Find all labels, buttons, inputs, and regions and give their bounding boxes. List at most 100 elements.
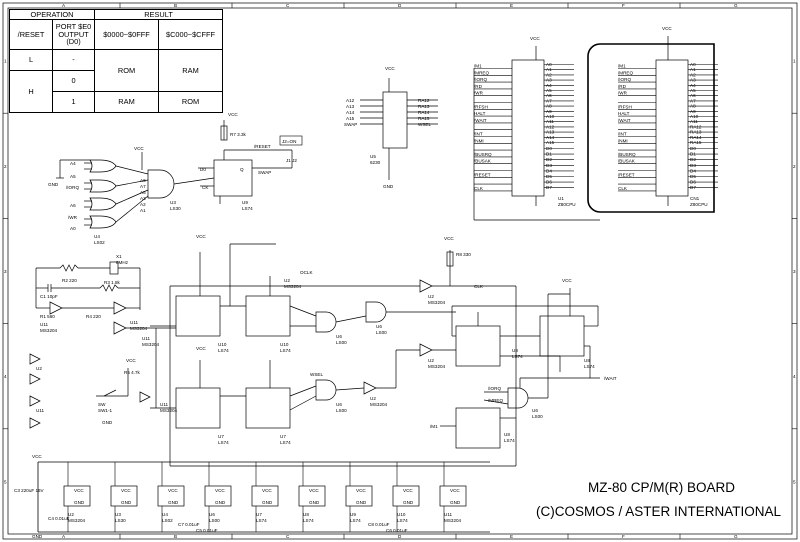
op-row1-port: - <box>51 49 96 71</box>
op-header-operation: OPERATION <box>8 9 96 20</box>
power-chip-u8 <box>298 485 326 507</box>
cpu-addr-label-0: A0 <box>546 62 552 67</box>
j2-pins: J1 J2 <box>286 158 297 163</box>
power-chip-u4 <box>157 485 185 507</box>
u10-type-b: LS74 <box>280 348 291 353</box>
zone-row-left-4: 4 <box>4 374 7 379</box>
cpu-ctrl-label-7: HALT <box>618 111 630 116</box>
u5-out-ra12: RA12 <box>418 98 430 103</box>
cn1-ref: CN1 <box>690 196 700 201</box>
power-chip-u9 <box>345 485 373 507</box>
zone-col-bottom-G: G <box>734 534 738 539</box>
cpu-ctrl-label-4: /WR <box>474 91 484 96</box>
cpu-data-label-4: D4 <box>690 168 696 173</box>
power-chip-ref-7: U10 <box>397 512 406 517</box>
cpu-ctrl-label-0: /M1 <box>618 64 626 69</box>
u7-ref-a: U7 <box>218 434 224 439</box>
u8-bank <box>440 286 600 466</box>
r5-label: R5 4.7k <box>124 370 141 375</box>
u4-type: LS02 <box>94 240 105 245</box>
u9-type: LS74 <box>242 206 253 211</box>
sheet-inner-border <box>7 7 793 535</box>
cpu-addr-label-2: A2 <box>546 72 552 77</box>
cpu-addr-label-11: A11 <box>546 119 554 124</box>
u4-ref: U4 <box>94 234 100 239</box>
u5-out-ra15: RA15 <box>418 116 430 121</box>
u4-u3-logic <box>56 120 293 229</box>
cpu-addr-label-15: A15 <box>546 140 555 145</box>
u6-ref-a: U6 <box>336 334 342 339</box>
u8-vcc: VCC <box>562 278 572 283</box>
cpu-ctrl-label-16: /RESET <box>618 172 635 177</box>
cpu-data-label-4: D4 <box>546 168 552 173</box>
u5-out-ra14: RA14 <box>418 110 430 115</box>
u5-in-a15: A15 <box>346 116 355 121</box>
power-rail-labels: VCC C3 220uF 16V C4 0.01uF C7 0.01uF C5 … <box>14 454 408 539</box>
zone-row-left-3: 3 <box>4 269 7 274</box>
u9-in-d0: D0 <box>200 167 206 172</box>
operation-table: OPERATION RESULT /RESET PORT $E0 OUTPUT … <box>8 9 224 113</box>
zone-col-bottom-D: D <box>398 534 402 539</box>
power-chip-gnd-pin: GND <box>309 500 320 505</box>
power-chip-vcc-pin: VCC <box>309 488 319 493</box>
power-chip-ref-3: U6 <box>209 512 215 517</box>
power-chip-type-2: LS02 <box>162 518 173 523</box>
cpu-addr-label-1: A1 <box>690 67 696 72</box>
u4-in-a4: A4 <box>70 161 76 166</box>
sw-ref: SW <box>98 402 106 407</box>
cpu-addr-label-3: A3 <box>690 78 696 83</box>
cpu-ctrl-label-16: /RESET <box>474 172 491 177</box>
zone-row-right-5: 5 <box>793 479 796 484</box>
cpu-addr-label-4: A4 <box>546 83 552 88</box>
r1-label: R1 560 <box>40 314 55 319</box>
cn1-z80 <box>587 36 715 213</box>
u11-ref-b: U11 <box>130 320 139 325</box>
op-row3-r2: ROM <box>158 91 224 113</box>
power-distribution: VCCGNDU2MS3204VCCGNDU3LS30VCCGNDU4LS02VC… <box>37 461 490 533</box>
rail-vcc: VCC <box>32 454 42 459</box>
power-chip-type-1: LS30 <box>115 518 126 523</box>
cpu-ctrl-label-6: /RFSH <box>474 104 488 109</box>
ff-vcc-2: VCC <box>196 346 206 351</box>
cpu-addr-label-3: A3 <box>546 78 552 83</box>
u10-ref-a: U10 <box>218 342 227 347</box>
u8-ref-c: U8 <box>504 432 510 437</box>
op-row2-reset: H <box>9 70 53 113</box>
cap-c7: C7 0.01uF <box>178 522 200 527</box>
cpu-ctrl-label-4: /WR <box>618 91 628 96</box>
cpu-data-label-3: D3 <box>690 163 696 168</box>
zone-col-top-B: B <box>174 3 177 8</box>
cpu-data-label-2: D2 <box>690 157 696 162</box>
u10-type-a: LS74 <box>218 348 229 353</box>
switch-sw1 <box>96 368 151 403</box>
u2-ref-a: U2 <box>370 396 376 401</box>
board-title: MZ-80 CP/M(R) BOARD <box>588 480 735 495</box>
power-chip-ref-6: U9 <box>350 512 356 517</box>
u6-type-c: LS00 <box>336 408 347 413</box>
cpu-addr-label-8: A8 <box>546 104 552 109</box>
cpu-addr-label-1: A1 <box>546 67 552 72</box>
u11-type-c: MS3204 <box>142 342 160 347</box>
mreq-label: /MREQ <box>488 398 503 403</box>
power-chip-vcc-pin: VCC <box>356 488 366 493</box>
u5-outputs: RA12 RA13 RA14 RA15 WSEL <box>418 98 431 127</box>
ff-bank <box>150 243 516 467</box>
cpu-data-label-2: D2 <box>546 157 552 162</box>
cpu-data-label-0: D0 <box>546 146 552 151</box>
cpu-ctrl-label-1: /MREQ <box>474 70 489 75</box>
cpu-addr-label-13: A13 <box>546 130 555 135</box>
spare-u2-ref: U2 <box>36 366 42 371</box>
op-row1-r2: RAM <box>158 49 224 92</box>
u5-gnd-label: GND <box>383 184 394 189</box>
u11-type-a: MS3204 <box>40 328 58 333</box>
u5-type: 6230 <box>370 160 381 165</box>
op-row3-r1: RAM <box>94 91 160 113</box>
cpu-data-label-7: D7 <box>690 185 696 190</box>
zone-row-left-5: 5 <box>4 479 7 484</box>
u1-z80 <box>473 46 600 221</box>
u9-out-q: Q <box>240 167 244 172</box>
cap-c8: C8 0.01uF <box>368 522 390 527</box>
power-chip-gnd-pin: GND <box>403 500 414 505</box>
power-chip-type-3: LS00 <box>209 518 220 523</box>
